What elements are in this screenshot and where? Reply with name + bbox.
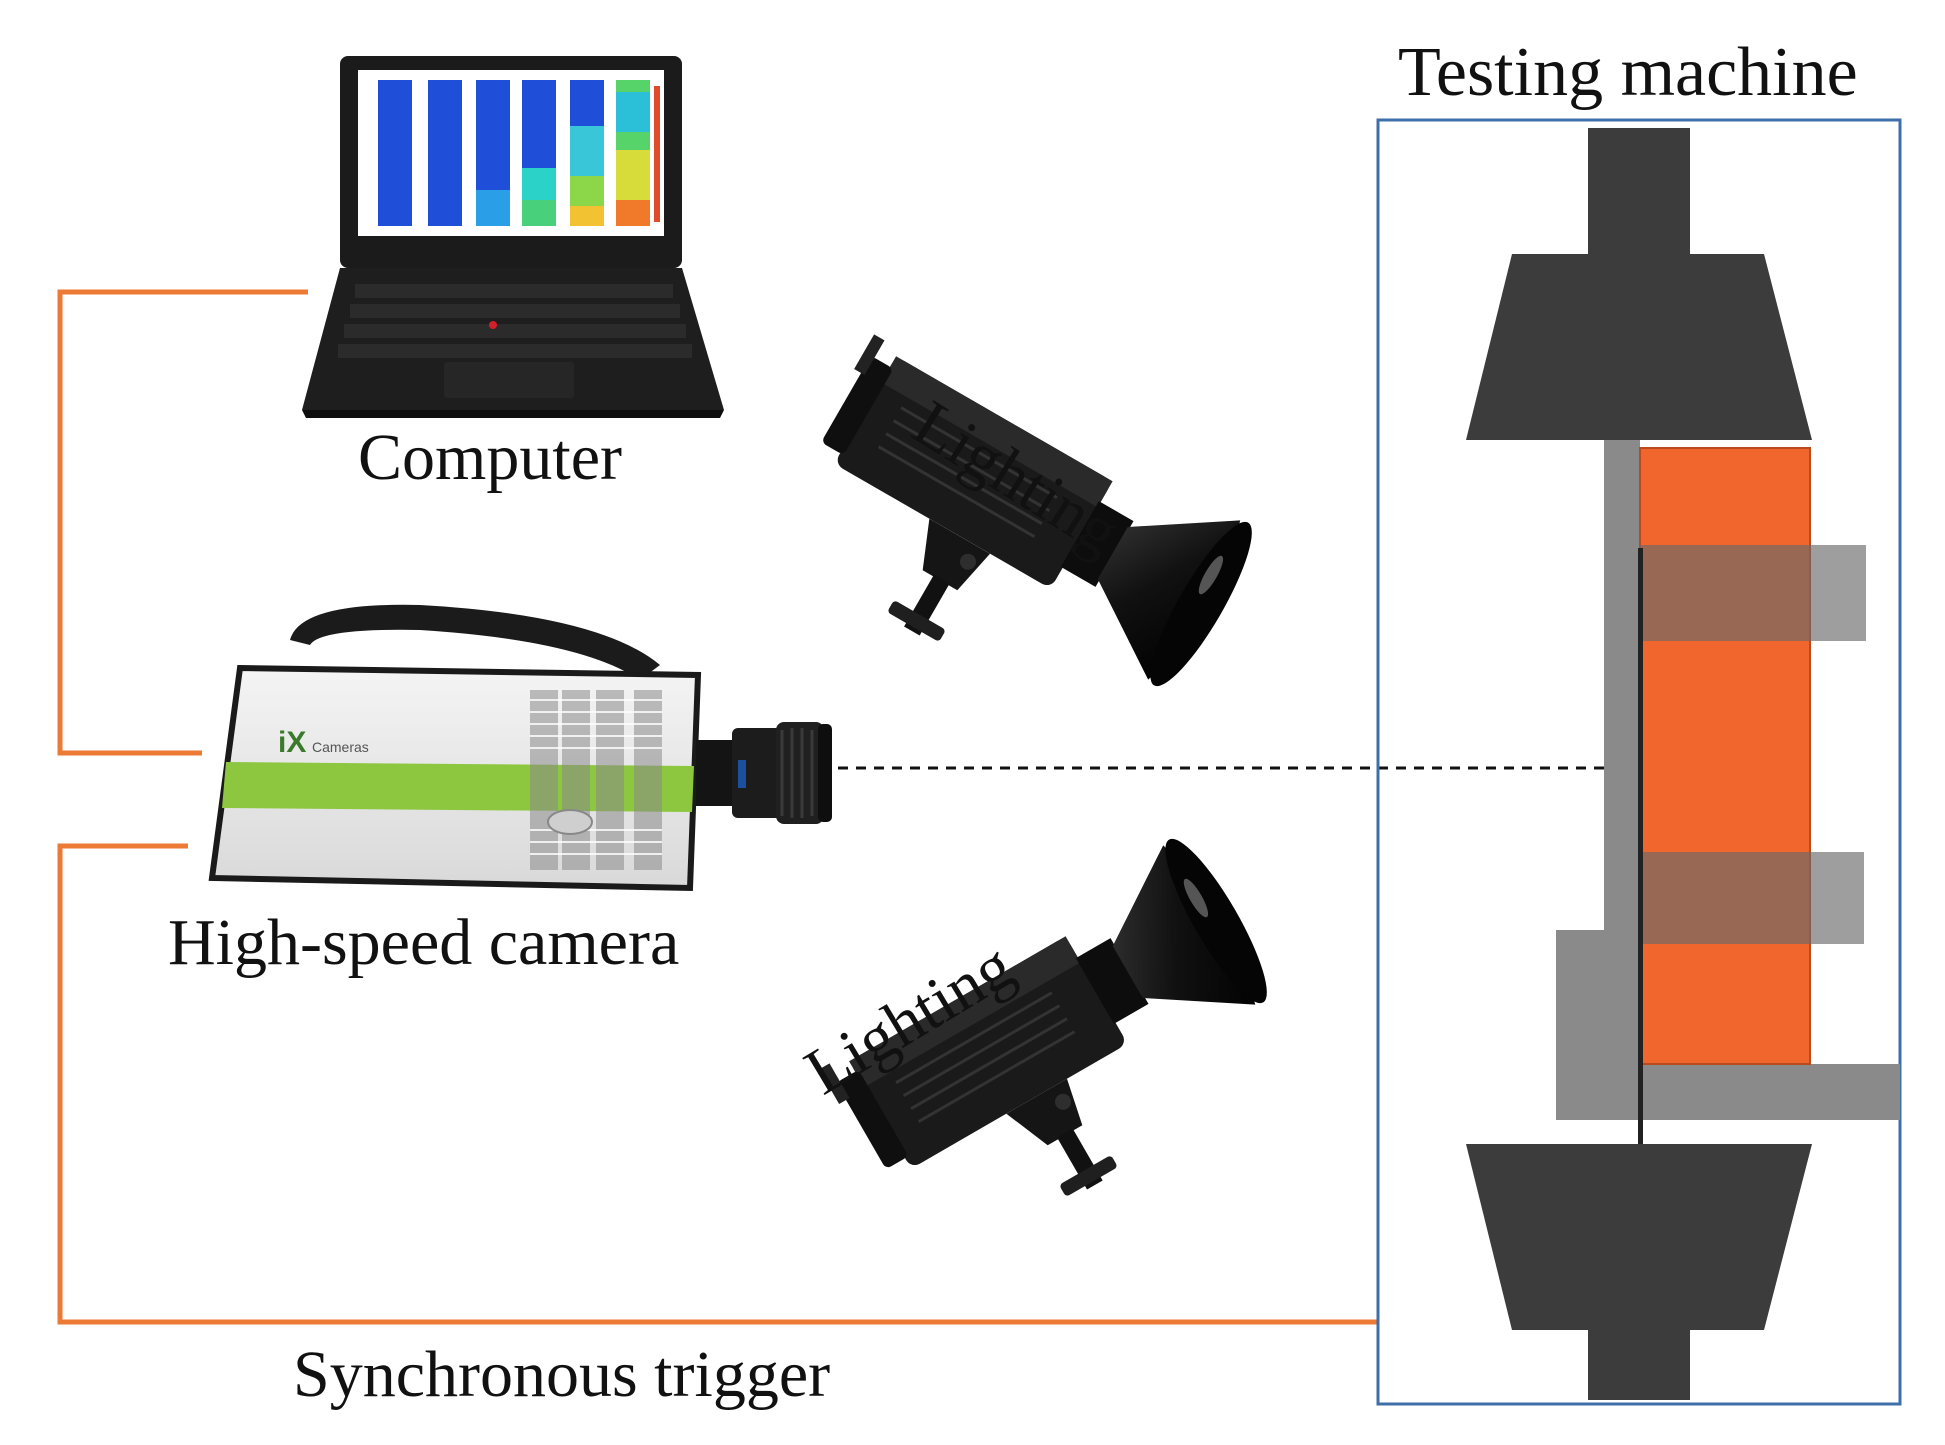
camera-to-machine-wire [57,843,1378,1325]
synchronous-trigger-wires [57,289,1378,1325]
camera-brand-text: iX [278,726,306,759]
fixture-left-foot [1556,930,1640,1120]
high-speed-camera-label: High-speed camera [168,906,680,979]
high-speed-camera-icon: iX Cameras [208,604,832,892]
fixture-bottom-bar [1640,1064,1900,1120]
fixture-left-bar [1604,440,1640,938]
studio-light-icon [753,312,1269,762]
camera-brand-sub-text: Cameras [312,739,369,755]
testing-machine [1376,118,1902,1406]
upper-grip [1466,254,1812,440]
computer-label: Computer [358,421,622,494]
testing-machine-label: Testing machine [1398,34,1858,111]
lower-clamp [1640,852,1864,944]
lower-rod [1588,1330,1690,1400]
upper-clamp [1640,545,1866,641]
strain-field-display [378,80,660,226]
lower-grip [1466,1144,1812,1330]
computer-to-camera-wire [57,289,308,756]
specimen [1639,447,1811,1065]
upper-rod [1588,128,1690,254]
testing-machine-frame [1376,118,1902,1406]
guide-rod [1638,548,1643,1146]
synchronous-trigger-label: Synchronous trigger [293,1338,831,1411]
laptop-icon [302,56,724,418]
